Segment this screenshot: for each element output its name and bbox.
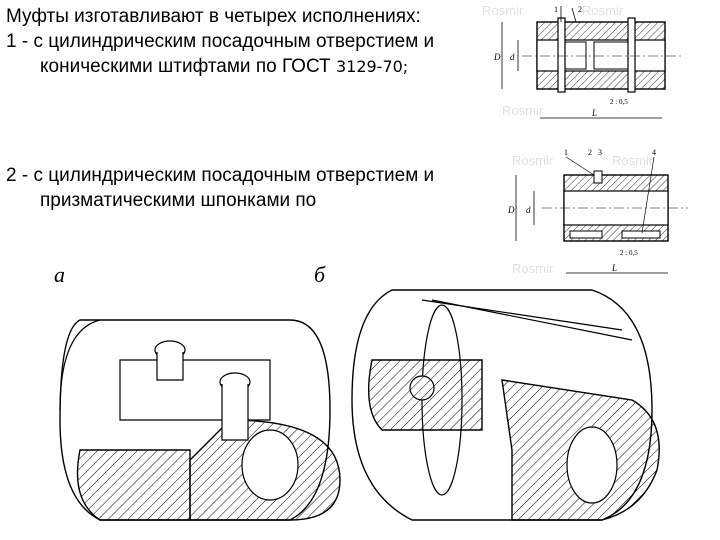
watermark: Rosmir (612, 153, 654, 168)
callout-1: 1 (554, 5, 558, 14)
item-2: 2 - с цилиндрическим посадочным отверсти… (6, 163, 476, 213)
callout-4: 4 (652, 148, 656, 157)
coupling-a (40, 300, 360, 540)
section-hatched-left (76, 449, 191, 521)
section-hatched-left (367, 359, 483, 431)
drawing-top-svg: Rosmir Rosmir Rosmir 1 2 D d 2 : 0,5 L (482, 3, 682, 119)
coupling-b-svg (351, 289, 660, 521)
label-a: а (54, 262, 65, 287)
watermark: Rosmir (512, 153, 554, 168)
bore (241, 429, 299, 501)
screw (593, 170, 603, 184)
watermark: Rosmir (582, 3, 624, 18)
watermark: Rosmir (482, 3, 524, 18)
drawing-bottom: Rosmir Rosmir Rosmir 1 2 3 4 D d 2 : 0,5… (482, 145, 714, 280)
callout-1: 1 (564, 148, 568, 157)
dim-d: d (526, 205, 531, 215)
item-2-text: 2 - с цилиндрическим посадочным отверсти… (6, 165, 435, 211)
callout-3: 3 (598, 148, 602, 157)
coupling-a-svg (59, 319, 341, 521)
dim-D: D (493, 52, 501, 62)
intro-text: Муфты изготавливают в четырех исполнения… (6, 6, 421, 27)
dim-chamfer: 2 : 0,5 (620, 249, 638, 257)
watermark: Rosmir (502, 103, 544, 118)
dim-d: d (510, 52, 515, 62)
item-1: 1 - с цилиндрическим посадочным отверсти… (6, 29, 476, 79)
spacer (6, 79, 476, 163)
taper-pin-left (557, 17, 566, 93)
dim-D: D (507, 205, 515, 215)
label-b: б (314, 262, 326, 287)
dim-L: L (591, 108, 597, 118)
key-left (569, 230, 603, 239)
dim-chamfer: 2 : 0,5 (610, 98, 628, 106)
coupling-b (332, 270, 672, 530)
watermark: Rosmir (512, 261, 554, 276)
pin-2 (221, 384, 249, 441)
drawing-bottom-svg: Rosmir Rosmir Rosmir 1 2 3 4 D d 2 : 0,5… (507, 148, 688, 276)
item-1-num: 3129-70; (335, 57, 409, 76)
key-right (621, 230, 661, 239)
callout-2: 2 (578, 5, 582, 14)
bore (566, 426, 618, 504)
dim-L: L (611, 263, 617, 273)
drawing-top: Rosmir Rosmir Rosmir 1 2 D d 2 : 0,5 L (482, 0, 714, 125)
shaft-right (593, 41, 629, 70)
item-1-text: 1 - с цилиндрическим посадочным отверсти… (6, 31, 435, 77)
text-block: Муфты изготавливают в четырех исполнения… (6, 4, 476, 221)
callout-2: 2 (588, 148, 592, 157)
pin-1 (156, 352, 184, 381)
taper-pin-right (627, 17, 636, 93)
item-2-wrap: 2 - с цилиндрическим посадочным отверсти… (6, 163, 476, 221)
